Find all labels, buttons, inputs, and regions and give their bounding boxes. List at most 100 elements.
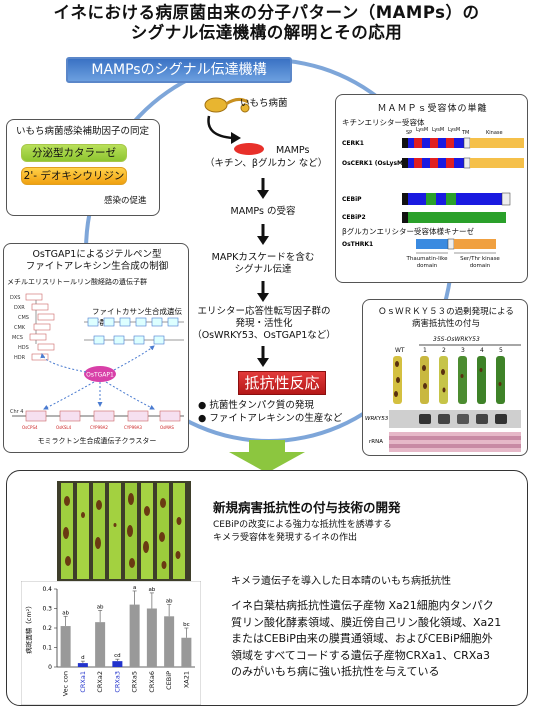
mep-pathway-label: メチルエリスリトールリン酸経路の遺伝子群 <box>7 278 147 286</box>
description-line-4: 領域をすべてコードする遺伝子産物CRXa1、CRXa3 <box>231 648 490 662</box>
y-tick-label: 0.3 <box>42 606 52 613</box>
mamps-label: MAMPs <box>276 145 310 156</box>
row-cerk1: CERK1 <box>342 140 364 147</box>
y-axis-label: 病斑面積（cm²） <box>24 602 33 654</box>
bar-crxa1 <box>77 663 88 667</box>
gene-osksl4: OsKSL4 <box>56 425 72 430</box>
row-cebip2: CEBiP2 <box>342 214 366 221</box>
description-line-1: イネ白葉枯病抵抗性遺伝子産物 Xa21細胞内タンパク <box>231 599 494 612</box>
glucan-receptor-label: βグルカンエリシター受容体様キナーゼ <box>342 227 475 236</box>
receptor-title: ＭＡＭＰｓ受容体の単離 <box>377 104 488 114</box>
bar-crxa2 <box>95 622 106 667</box>
significance-letter: cd <box>114 653 121 659</box>
lane-3: 3 <box>461 347 465 354</box>
svg-text:LysM: LysM <box>448 127 460 133</box>
mamps-signaling-banner: MAMPsのシグナル伝達機構 <box>66 57 292 83</box>
arrow-down-icon-1 <box>257 178 269 199</box>
curved-arrow-icon <box>207 115 241 144</box>
thaumatin-domain-label: Thaumatin-like domain <box>406 256 448 269</box>
arrow-down-icon-3 <box>257 281 269 302</box>
step-tf-line1: エリシター応答性転写因子群の <box>197 306 331 317</box>
gene-cms: CMS <box>18 315 29 321</box>
mamps-examples: （キチン、βグルカン など） <box>205 158 328 169</box>
chitin-receptor-label: キチンエリシター受容体 <box>342 118 425 127</box>
svg-text:TM: TM <box>461 130 469 136</box>
lane-2: 2 <box>442 347 446 354</box>
secreted-catalase-pill: 分泌型カタラーゼ <box>21 144 127 162</box>
bar-cebip <box>164 616 175 667</box>
chr4-label: Chr 4 <box>10 409 24 415</box>
bar-crxa3 <box>112 661 123 667</box>
ostgap1-pathway-diagram: DXS DXR CMS CMK MCS HDS HDR OsTGAP1 <box>10 293 184 430</box>
category-label: CRXa1 <box>79 671 87 693</box>
y-tick-label: 0.1 <box>42 645 52 652</box>
resistance-bullet-1: ● 抗菌性タンパク質の発現 <box>198 400 314 411</box>
gene-cyp99a3: CYP99A3 <box>124 425 142 430</box>
step-receptor: MAMPs の受容 <box>230 206 296 217</box>
arrow-down-icon-2 <box>257 224 269 245</box>
svg-text:SP: SP <box>406 130 412 136</box>
resistance-bullet-2: ● ファイトアレキシンの生産など <box>198 413 343 424</box>
description-line-3: またはCEBiP由来の膜貫通領域、およびCEBiP細胞外 <box>231 632 493 645</box>
gene-dxr: DXR <box>14 305 25 311</box>
gene-hds: HDS <box>18 345 29 351</box>
rrna-row-label: rRNA <box>369 439 383 445</box>
description-line-5: のみがいもち病に強い抵抗性を与えている <box>231 665 440 678</box>
row-osthrk1: OsTHRK1 <box>342 241 373 248</box>
significance-letter: ab <box>62 610 69 616</box>
oswrky53-title-line1: ＯｓＷＲＫＹ５３の過剰発現による <box>378 307 514 317</box>
y-tick-label: 0 <box>48 664 52 671</box>
row-cebip: CEBiP <box>342 196 362 203</box>
svg-text:LysM: LysM <box>416 127 428 133</box>
bar-crxa5 <box>129 604 140 667</box>
technology-sub-1: CEBiPの改変による強力な抵抗性を誘導する <box>213 520 392 530</box>
mamps-molecule-icon <box>234 143 264 155</box>
category-label: CRXa5 <box>131 671 139 693</box>
category-label: CEBiP <box>165 671 173 690</box>
step-mapk-line1: MAPKカスケードを含む <box>211 252 315 263</box>
resistance-response-banner: 抵抗性反応 <box>238 371 326 395</box>
category-label: CRXa3 <box>113 671 121 693</box>
wrky53-row-label: WRKY53 <box>365 416 389 422</box>
y-tick-label: 0.4 <box>42 586 52 593</box>
gene-oscps4: OsCPS4 <box>22 425 38 430</box>
ostgap1-node: OsTGAP1 <box>86 372 114 379</box>
step-tf-line2: 発現・活性化 <box>235 318 293 329</box>
chimera-description: イネ白葉枯病抵抗性遺伝子産物 Xa21細胞内タンパク 質リン酸化酵素領域、膜近傍… <box>231 598 501 681</box>
gene-hdr: HDR <box>14 355 26 361</box>
technology-heading: 新規病害抵抗性の付与技術の開発 <box>213 500 401 515</box>
description-line-2: 質リン酸化酵素領域、膜近傍自己リン酸化領域、Xa21 <box>231 615 502 629</box>
svg-text:Kinase: Kinase <box>486 130 503 136</box>
oswrky53-blot-figure: WT 1 2 3 4 5 WRKY53 rRNA <box>365 344 521 452</box>
significance-letter: bc <box>183 622 190 628</box>
arrow-down-icon-4 <box>257 346 269 367</box>
infection-promotion-note: 感染の促進 <box>104 196 147 206</box>
down-arrow-icon-green <box>229 440 305 473</box>
bar-vec-con <box>60 626 71 667</box>
significance-letter: ab <box>148 587 155 593</box>
significance-letter: ab <box>97 604 104 610</box>
category-label: CRXa6 <box>148 671 156 693</box>
technology-sub-2: キメラ受容体を発現するイネの作出 <box>213 533 358 543</box>
gene-mcs: MCS <box>12 335 23 341</box>
lane-5: 5 <box>499 347 503 354</box>
overexpression-header: 35S-OsWRKY53 <box>433 336 480 343</box>
gene-osmas: OsMAS <box>160 425 174 430</box>
mamps-receptor-panel: ＭＡＭＰｓ受容体の単離 キチンエリシター受容体 SP LysM LysM Lys… <box>335 94 528 283</box>
svg-text:LysM: LysM <box>432 127 444 133</box>
page-title-line1: イネにおける病原菌由来の分子パターン（MAMPs）の <box>53 3 480 22</box>
bar-xa21 <box>181 637 192 667</box>
lane-1: 1 <box>423 347 427 354</box>
y-tick-label: 0.2 <box>42 625 52 632</box>
gene-cyp99a2: CYP99A2 <box>90 425 108 430</box>
rice-leaf-photo <box>57 481 191 581</box>
page-title-line2: シグナル伝達機構の解明とその応用 <box>130 23 403 42</box>
significance-letter: d <box>81 655 85 661</box>
pathogen-label: いもち病菌 <box>240 98 288 109</box>
momilactone-cluster-label: モミラクトン生合成遺伝子クラスター <box>37 437 157 445</box>
category-label: XA21 <box>182 671 190 688</box>
ostgap1-title-line2: ファイトアレキシン生合成の制御 <box>25 261 169 272</box>
oswrky53-panel: ＯｓＷＲＫＹ５３の過剰発現による 病害抵抗性の付与 35S-OsWRKY53 W… <box>362 299 528 456</box>
